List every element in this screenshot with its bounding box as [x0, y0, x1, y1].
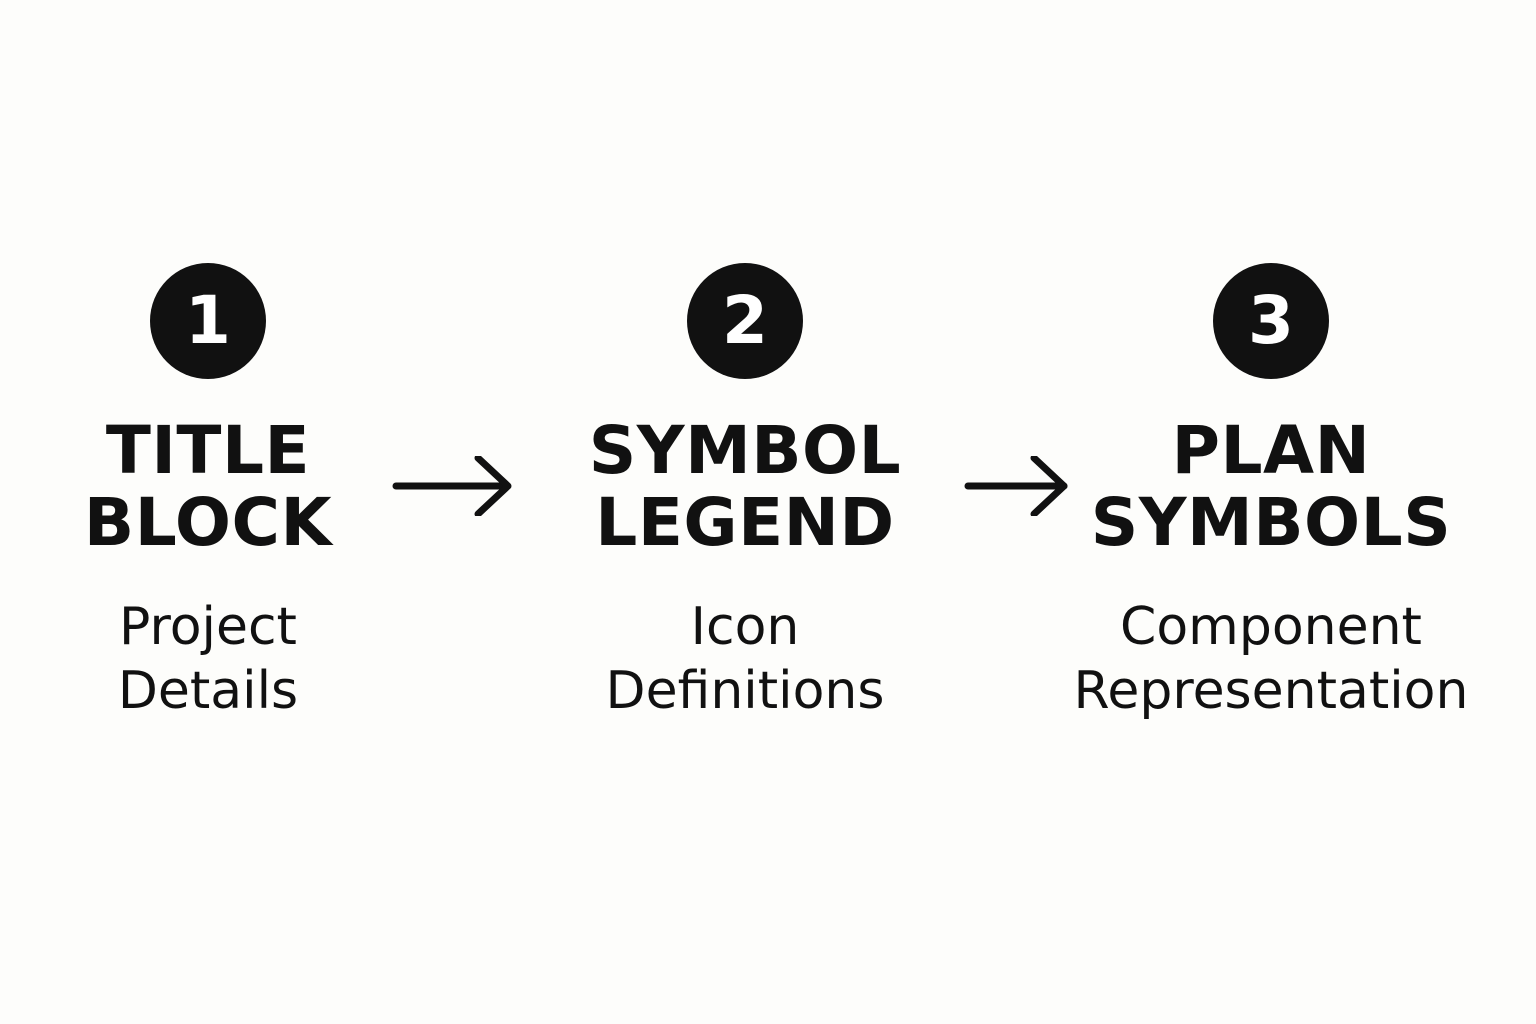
- step-description-line: Details: [117, 661, 299, 721]
- step-description: Icon Definitions: [606, 595, 885, 723]
- step-description-line: Icon: [690, 597, 800, 657]
- step-3: 3 PLAN SYMBOLS Component Representation: [1051, 263, 1491, 723]
- step-number-badge: 1: [150, 263, 266, 379]
- arrow-right-icon: [964, 456, 1068, 516]
- step-title: SYMBOL LEGEND: [589, 415, 901, 559]
- step-title-line: LEGEND: [595, 484, 895, 561]
- step-number: 1: [185, 282, 231, 359]
- arrow-right-icon: [392, 456, 512, 516]
- step-number-badge: 3: [1213, 263, 1329, 379]
- step-title-line: PLAN: [1171, 412, 1371, 489]
- step-number: 3: [1248, 282, 1294, 359]
- step-2: 2 SYMBOL LEGEND Icon Definitions: [525, 263, 965, 723]
- step-title-line: BLOCK: [83, 484, 333, 561]
- step-title: TITLE BLOCK: [84, 415, 332, 559]
- step-number: 2: [722, 282, 768, 359]
- step-description-line: Representation: [1073, 661, 1469, 721]
- step-description-line: Definitions: [605, 661, 885, 721]
- step-title-line: SYMBOL: [588, 412, 902, 489]
- step-title: PLAN SYMBOLS: [1091, 415, 1452, 559]
- step-description-line: Project: [119, 597, 297, 657]
- step-title-line: SYMBOLS: [1090, 484, 1452, 561]
- step-title-line: TITLE: [105, 412, 311, 489]
- step-1: 1 TITLE BLOCK Project Details: [0, 263, 428, 723]
- step-number-badge: 2: [687, 263, 803, 379]
- step-description-line: Component: [1120, 597, 1422, 657]
- step-description: Component Representation: [1074, 595, 1469, 723]
- step-description: Project Details: [118, 595, 298, 723]
